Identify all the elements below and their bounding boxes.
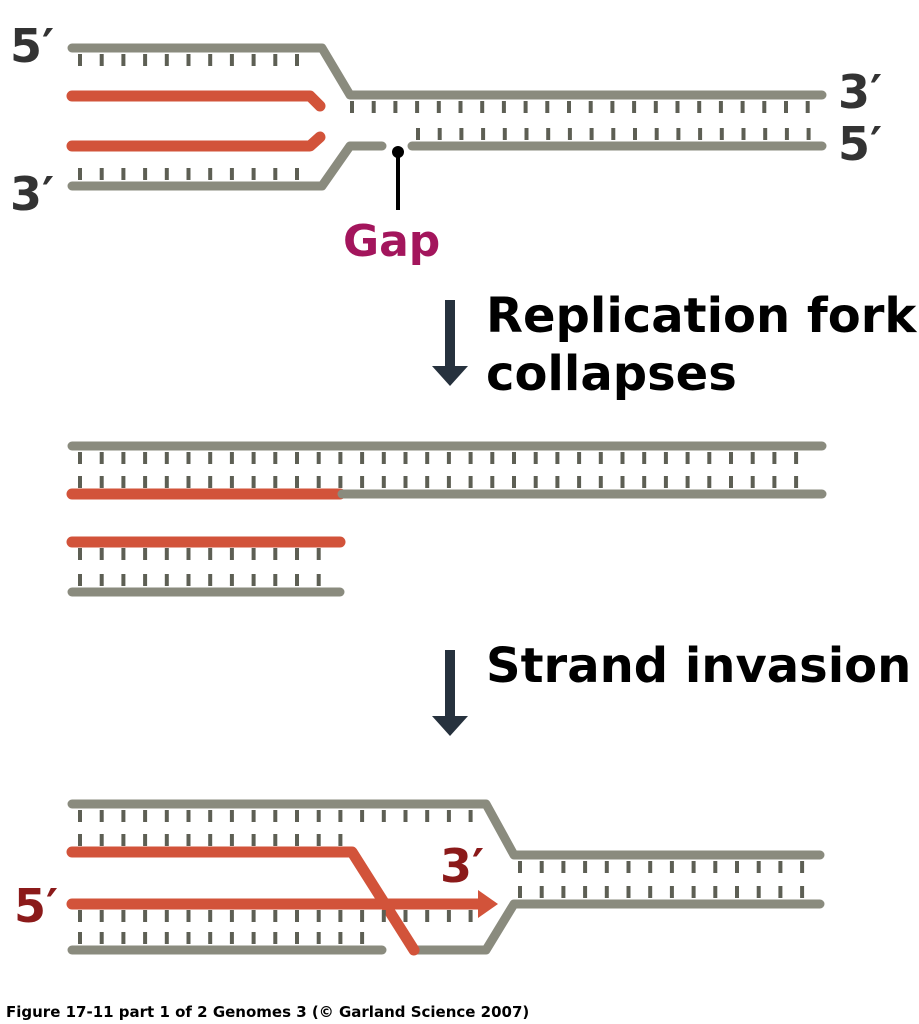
panel-fork-with-gap [66,43,827,210]
parental-strand-d-loop-top [67,799,825,860]
down-arrow-icon [432,650,468,736]
down-arrow-icon [432,300,468,386]
five-prime-label-bottom-right: 5′ [838,117,882,171]
panel-collapsed-fork [66,441,827,597]
three-prime-label-bottom-left: 3′ [10,167,54,221]
three-prime-label-top-right: 3′ [838,65,882,119]
gap-pointer-dot [392,146,404,158]
step-fork-collapses-line1: Replication fork [486,288,917,344]
new-strand-lagging [66,131,326,152]
five-prime-label-top-left: 5′ [10,19,54,73]
five-prime-label-invading: 5′ [14,879,58,933]
parental-strand-top [67,43,827,100]
panel-strand-invasion [66,799,825,956]
parental-strand-bottom-left [67,141,387,191]
step-fork-collapses-line2: collapses [486,346,737,402]
three-prime-label-invading: 3′ [440,839,484,893]
invading-strand-arrowhead [478,890,498,918]
gap-label: Gap [343,216,440,267]
step-strand-invasion: Strand invasion [486,638,911,694]
parental-strand-d-loop-bottom [411,899,825,955]
figure-caption: Figure 17-11 part 1 of 2 Genomes 3 (© Ga… [6,1003,529,1021]
new-strand-leading [66,90,326,112]
new-strand-crossing [66,846,420,956]
